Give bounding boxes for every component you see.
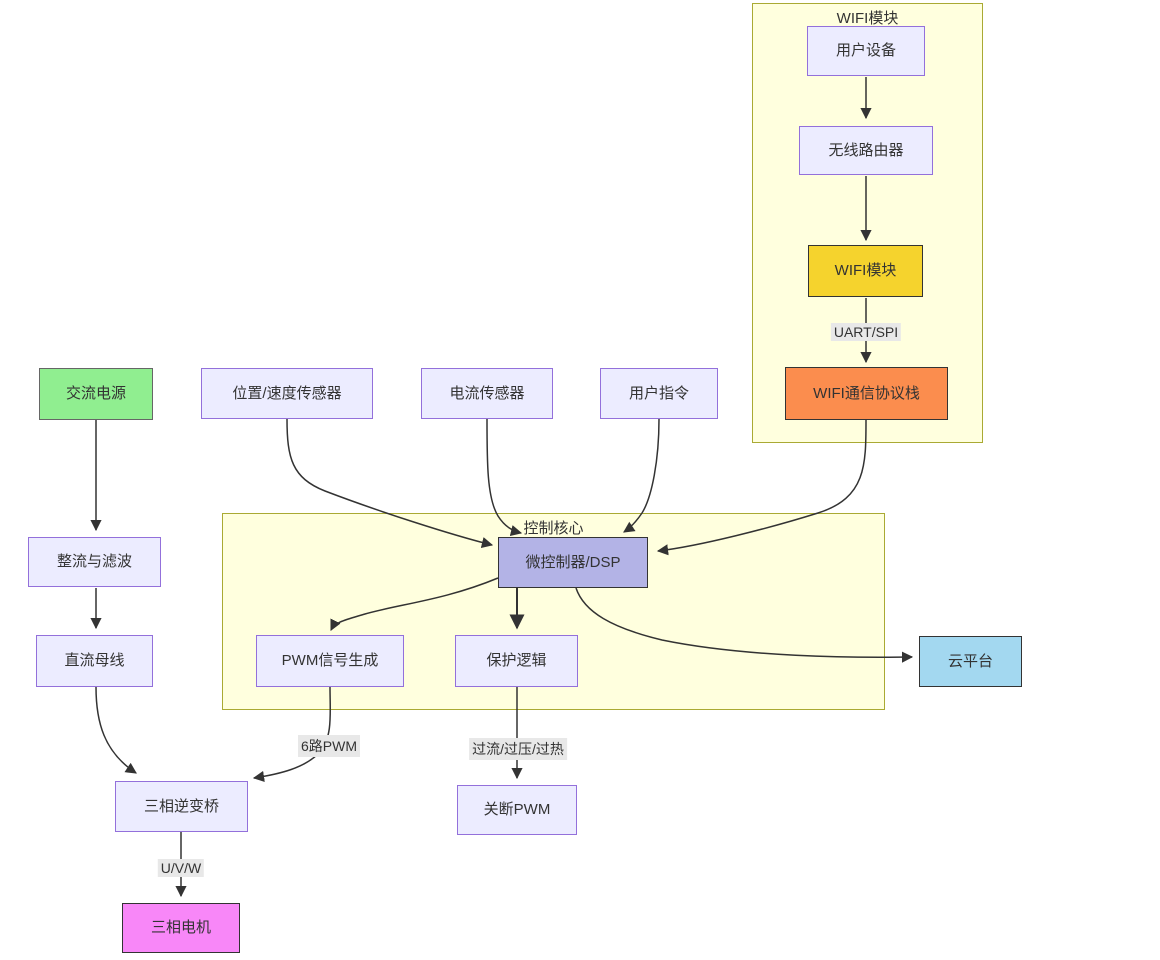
- node-mcu-dsp: 微控制器/DSP: [498, 537, 648, 588]
- node-wifi-module: WIFI模块: [808, 245, 923, 297]
- node-wifi-protocol-stack: WIFI通信协议栈: [785, 367, 948, 420]
- edge-label-overcurrent-overvoltage-overheat: 过流/过压/过热: [469, 738, 567, 760]
- edge-user-cmd-mcu: [623, 418, 660, 533]
- node-pwm-shutdown: 关断PWM: [457, 785, 577, 835]
- edge-label-uart-spi: UART/SPI: [830, 323, 902, 341]
- node-rectifier-filter: 整流与滤波: [28, 537, 161, 587]
- edge-dc-bus-inverter: [95, 686, 137, 774]
- node-three-phase-motor: 三相电机: [122, 903, 240, 953]
- node-three-phase-inverter: 三相逆变桥: [115, 781, 248, 832]
- edge-pos-sensor-mcu: [286, 418, 494, 549]
- node-pwm-signal-generation: PWM信号生成: [256, 635, 404, 687]
- edge-pwm-gen-inverter: [252, 686, 332, 783]
- node-current-sensor: 电流传感器: [421, 368, 553, 419]
- node-protection-logic: 保护逻辑: [455, 635, 578, 687]
- edge-current-sensor-mcu: [486, 418, 523, 536]
- edge-wifi-stack-mcu: [656, 419, 867, 556]
- node-wireless-router: 无线路由器: [799, 126, 933, 175]
- node-position-speed-sensor: 位置/速度传感器: [201, 368, 373, 419]
- edge-label-uvw: U/V/W: [157, 859, 205, 877]
- node-user-device: 用户设备: [807, 26, 925, 76]
- control-core-subgraph-title: 控制核心: [523, 520, 584, 537]
- node-ac-power: 交流电源: [39, 368, 153, 420]
- node-user-command: 用户指令: [600, 368, 718, 419]
- edge-mcu-cloud: [575, 587, 914, 663]
- wifi-subgraph-title: WIFI模块: [836, 10, 899, 27]
- node-dc-bus: 直流母线: [36, 635, 153, 687]
- node-cloud-platform: 云平台: [919, 636, 1022, 687]
- edge-label-6-pwm: 6路PWM: [298, 735, 360, 757]
- edge-mcu-pwm-gen: [330, 577, 499, 632]
